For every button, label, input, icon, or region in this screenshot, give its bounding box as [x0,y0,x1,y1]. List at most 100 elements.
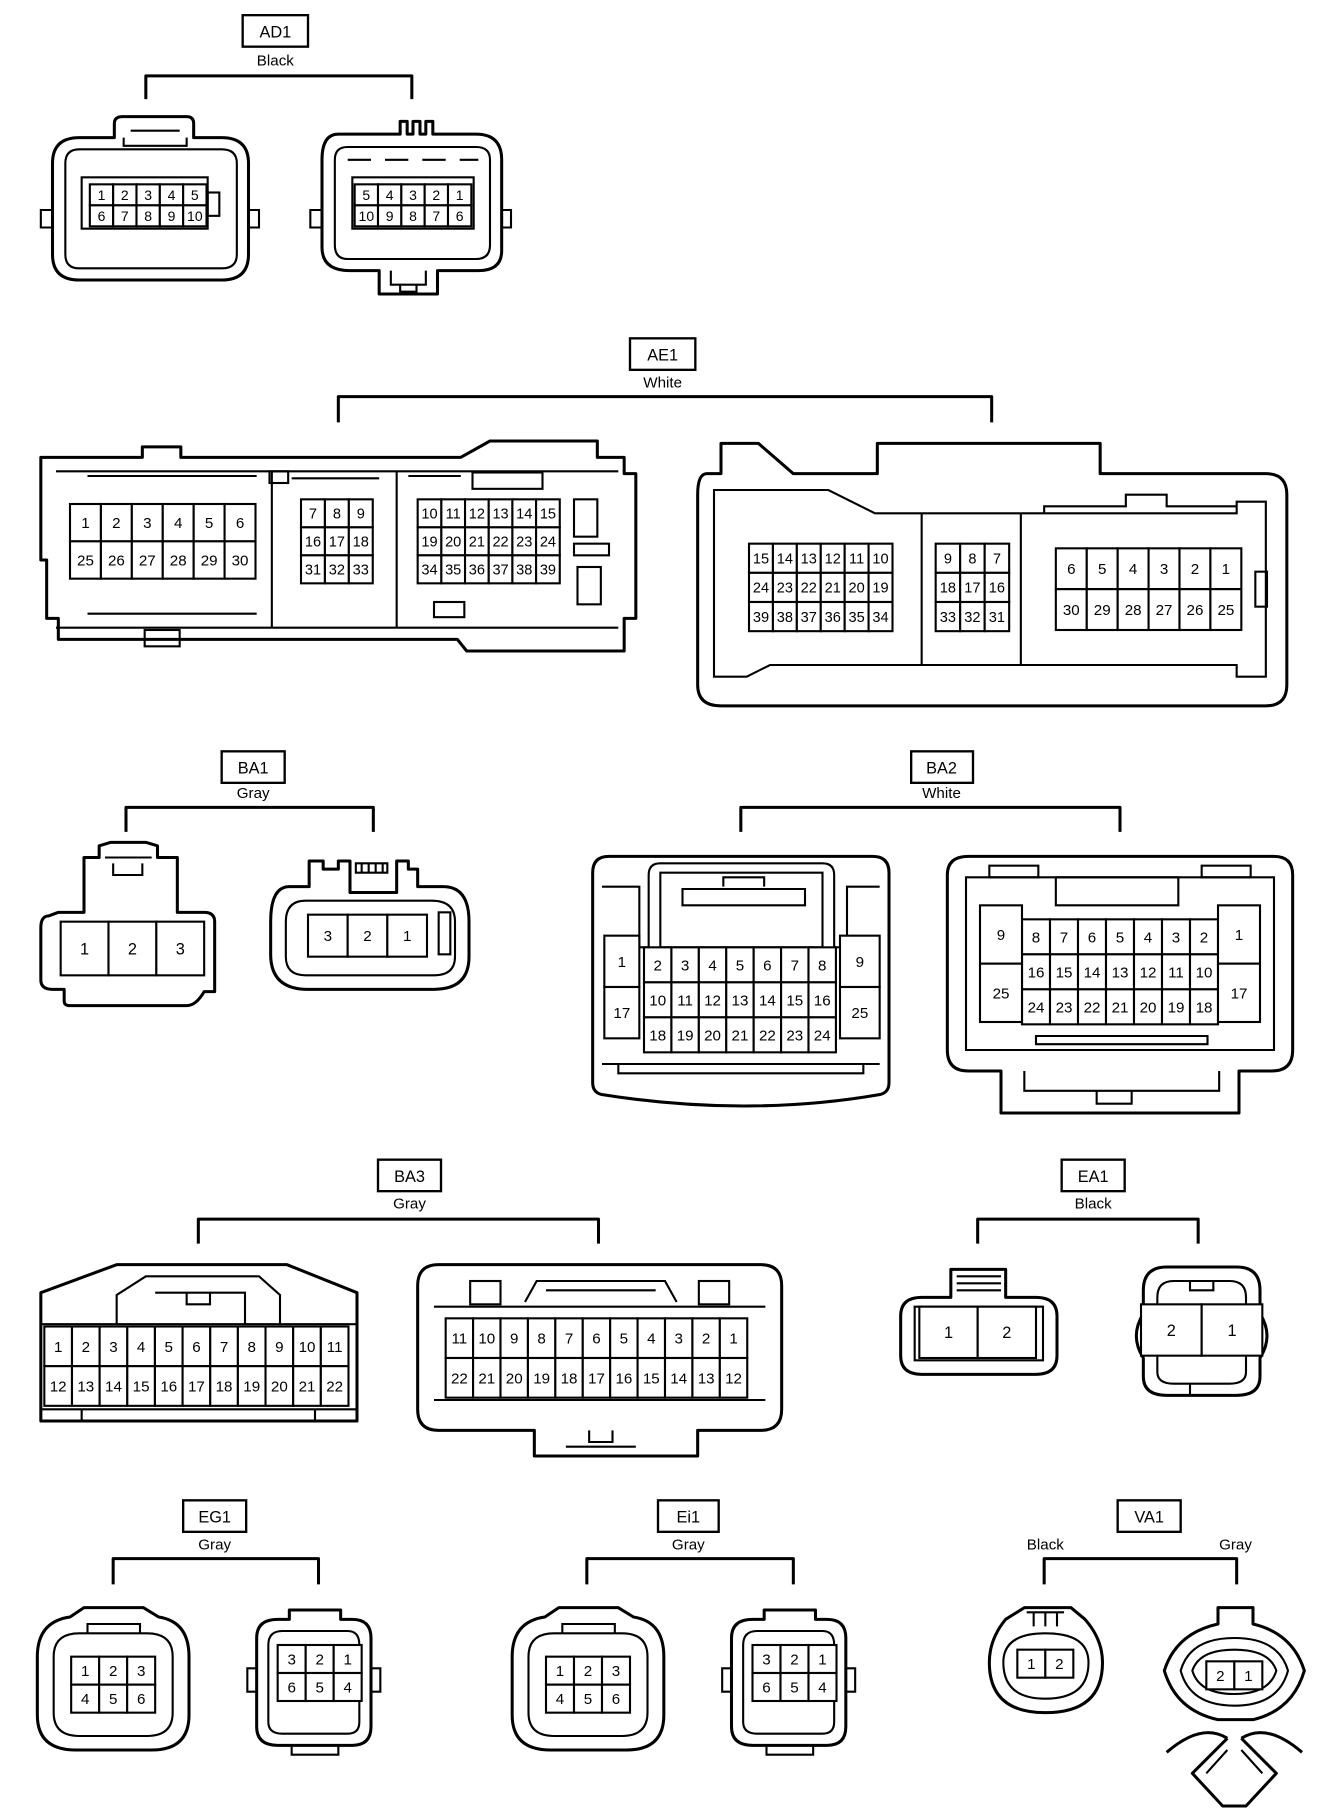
pin-cell: 36 [463,554,490,585]
pin-cell: 20 [843,571,870,604]
pin-cell: 2 [779,1643,810,1675]
pin-number: 26 [1187,602,1204,619]
pin-number: 7 [1060,929,1068,946]
pin-cell: 26 [1178,588,1212,632]
pin-number: 3 [143,515,151,532]
pin-cell: 22 [444,1356,475,1399]
pin-cell: 23 [511,526,538,557]
pin-number: 18 [353,535,369,551]
pin-cell: 7 [112,204,138,228]
pin-number: 8 [968,552,976,568]
pin-number: 10 [872,552,888,568]
pin-number: 19 [421,535,437,551]
pin-cell: 5 [1104,918,1136,956]
pin-number: 13 [492,507,508,523]
pin-cell: 12 [718,1356,749,1399]
pin-number: 15 [540,507,556,523]
pin-cell: 9 [838,934,881,989]
pin-cell: 39 [535,554,561,585]
pin-cell: 2 [107,920,158,977]
pin-number: 24 [1028,999,1045,1016]
pin-number: 11 [452,1331,468,1348]
pin-number: 9 [275,1339,283,1356]
pin-cell: 22 [795,571,822,604]
connector-ea1-header: EA1 Black [976,1158,1200,1244]
pin-number: 4 [174,515,182,532]
pin-cell: 13 [795,542,822,574]
pin-number: 19 [677,1027,694,1044]
pin-number: 12 [825,552,841,568]
pin-number: 6 [456,208,464,224]
pin-cell: 17 [959,571,986,604]
pin-number: 34 [421,563,437,579]
pin-cell: 13 [487,498,514,529]
pin-cell: 22 [487,526,514,557]
pin-cell: 2 [99,502,133,543]
pin-number: 38 [777,610,793,626]
pin-cell: 38 [771,600,798,633]
pin-cell: 19 [416,526,443,557]
pin-cell: 35 [843,600,870,633]
pin-number: 15 [133,1378,150,1395]
pin-cell: 21 [725,1016,755,1054]
pin-number: 8 [144,208,152,224]
pin-cell: 6 [276,1671,307,1703]
pin-number: 10 [187,208,203,224]
pin-number: 27 [1156,602,1173,619]
pin-number: 14 [516,507,532,523]
pin-cell: 24 [1020,988,1052,1026]
pin-cell: 6 [581,1317,612,1360]
pin-number: 25 [993,985,1010,1002]
pin-cell: 5 [192,502,226,543]
pin-number: 7 [220,1339,228,1356]
pin-cell: 9 [347,498,374,529]
pin-number: 6 [612,1691,620,1708]
pin-cell: 10 [642,981,673,1019]
pin-cell: 1 [603,934,641,989]
pin-cell: 2 [1178,547,1212,591]
pin-cell: 36 [819,600,846,633]
pin-number: 6 [192,1339,200,1356]
pin-cell: 15 [636,1356,667,1399]
pin-number: 36 [469,563,485,579]
pin-number: 19 [533,1370,550,1387]
pin-number: 21 [299,1378,316,1395]
pin-number: 15 [753,552,769,568]
pin-number: 18 [216,1378,233,1395]
pin-cell: 5 [609,1317,639,1360]
pin-number: 3 [287,1651,295,1668]
pin-number: 5 [620,1331,628,1348]
pin-number: 16 [814,992,831,1009]
connector-ad1-color: Black [257,52,294,69]
pin-cell: 22 [319,1365,350,1407]
pin-cell: 10 [1188,953,1220,991]
pin-number: 9 [168,208,176,224]
connector-eg1-id: EG1 [198,1509,231,1527]
pin-cell: 6 [751,1671,782,1703]
pin-number: 10 [649,992,666,1009]
pin-number: 1 [1027,1656,1035,1673]
pin-number: 35 [445,563,461,579]
pin-cell: 1 [918,1305,979,1360]
pin-number: 17 [329,535,345,551]
pin-cell: 14 [98,1365,129,1407]
pin-cell: 20 [1132,988,1164,1026]
pin-number: 6 [592,1331,600,1348]
pin-cell: 4 [158,183,185,207]
pin-cell: 3 [126,1655,157,1686]
pin-number: 4 [343,1679,351,1696]
pin-cell: 32 [959,600,986,633]
pin-number: 7 [309,507,317,523]
pin-cell: 24 [535,526,561,557]
pin-number: 4 [818,1679,826,1696]
pin-cell: 24 [747,571,774,604]
pin-number: 17 [588,1370,605,1387]
pin-number: 26 [108,552,125,569]
pin-number: 2 [1002,1324,1011,1342]
pin-cell: 6 [752,946,783,984]
pin-cell: 10 [416,498,443,529]
pin-cell: 4 [636,1317,667,1360]
pin-cell: 33 [347,554,374,585]
